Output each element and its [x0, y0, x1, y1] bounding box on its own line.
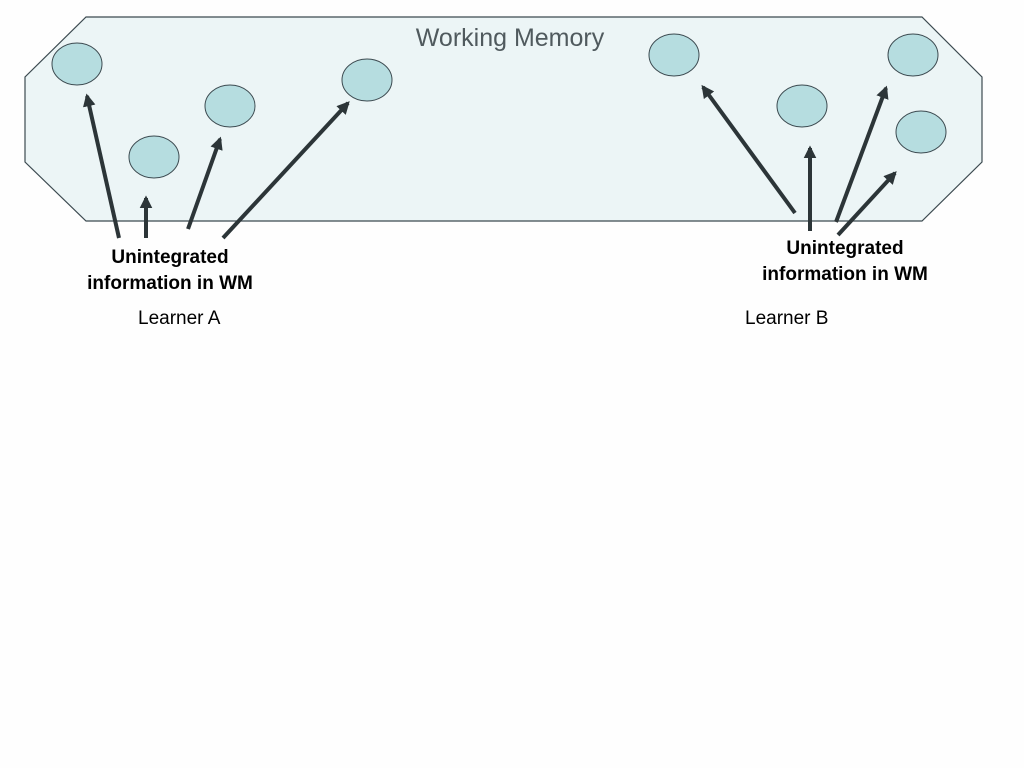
learner-b-arrow-4 — [836, 171, 897, 237]
learner-b-item-2 — [776, 84, 828, 128]
learner-b-caption: Unintegrated information in WM — [735, 236, 955, 288]
learner-a-arrow-1 — [83, 93, 121, 239]
learner-a-item-4 — [341, 58, 393, 102]
working-memory-title: Working Memory — [415, 24, 605, 52]
learner-b-caption-line1: Unintegrated — [786, 238, 904, 259]
learner-b-caption-line2: information in WM — [762, 264, 928, 285]
learner-a-label: Learner A — [138, 308, 221, 329]
learner-a-arrow-3 — [186, 136, 223, 230]
learner-a-caption-line2: information in WM — [87, 273, 253, 294]
learner-b-label: Learner B — [745, 308, 829, 329]
learner-b-arrow-1 — [701, 84, 797, 215]
learner-a-caption-line1: Unintegrated — [111, 247, 229, 268]
learner-a-arrow-4 — [221, 101, 350, 240]
learner-a-item-3 — [204, 84, 256, 128]
learner-b-item-1 — [648, 33, 700, 77]
learner-b-item-3 — [887, 33, 939, 77]
learner-b-item-4 — [895, 110, 947, 154]
learner-a-item-1 — [51, 42, 103, 86]
learner-b-arrow-3 — [834, 85, 889, 223]
learner-a-caption: Unintegrated information in WM — [60, 245, 280, 297]
working-memory-region — [24, 16, 983, 222]
learner-a-item-2 — [128, 135, 180, 179]
